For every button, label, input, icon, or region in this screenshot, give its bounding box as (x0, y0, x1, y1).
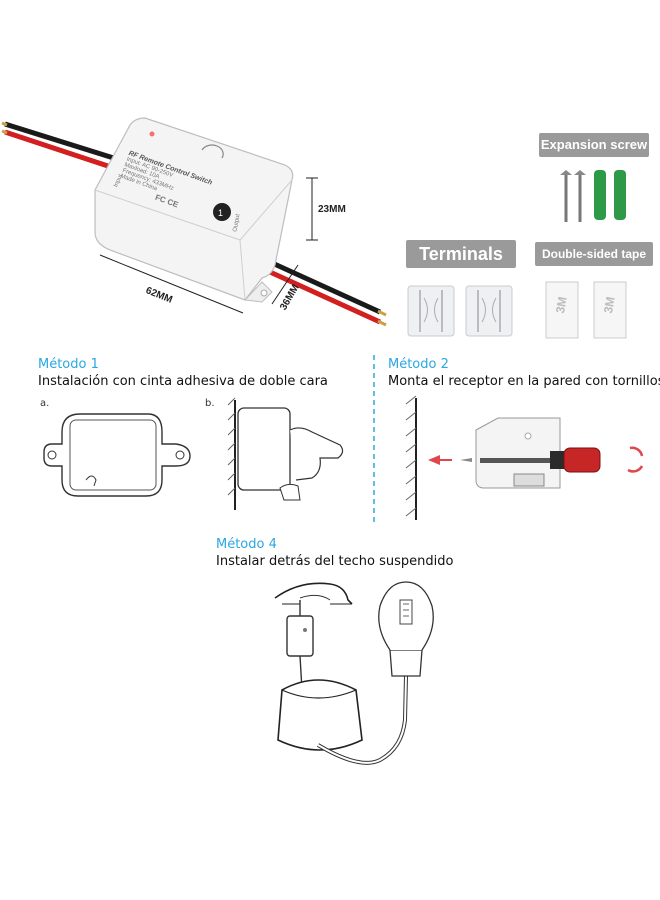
method-2-desc: Monta el receptor en la pared con tornil… (388, 374, 660, 389)
receiver-box: 1 (94, 117, 294, 303)
method-1b-scene (227, 397, 344, 510)
dimension-height: 23MM (318, 204, 346, 215)
terminal-clips (407, 285, 513, 337)
method-1-desc: Instalación con cinta adhesiva de doble … (38, 374, 328, 389)
method-1-step-a: a. (40, 398, 50, 409)
wires-left (1, 121, 121, 173)
method-1-title: Método 1 (38, 357, 99, 372)
expansion-screw-label: Expansion screw (539, 133, 649, 157)
svg-text:1: 1 (218, 208, 223, 218)
dimension-lines (99, 177, 318, 314)
method-4-desc: Instalar detrás del techo suspendido (216, 554, 454, 569)
expansion-screws (560, 170, 626, 222)
double-sided-tape-label: Double-sided tape (535, 242, 653, 266)
terminals-label: Terminals (406, 240, 516, 268)
method-2-title: Método 2 (388, 357, 449, 372)
method-4-title: Método 4 (216, 537, 277, 552)
product-illustration: 1 (1, 117, 627, 339)
tape-pads (545, 281, 627, 339)
method-2-scene (405, 395, 644, 520)
method-1-step-b: b. (205, 398, 215, 409)
method-1a-box (43, 413, 191, 497)
